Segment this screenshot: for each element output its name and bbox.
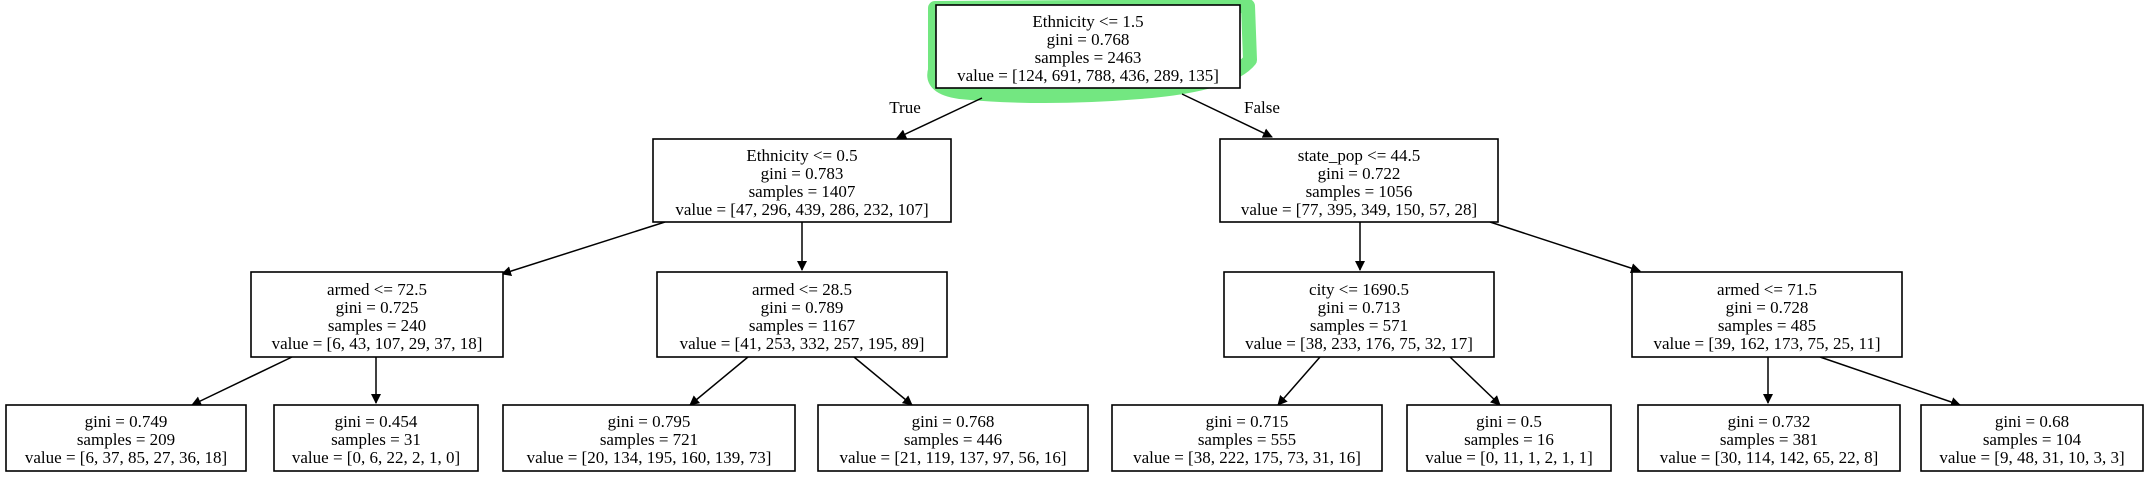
node-line-1: gini = 0.715 — [1206, 412, 1289, 431]
node-line-1: gini = 0.795 — [608, 412, 691, 431]
node-line-1: armed <= 72.5 — [327, 280, 427, 299]
node-line-1: gini = 0.732 — [1728, 412, 1811, 431]
leaf-8: gini = 0.68 samples = 104 value = [9, 48… — [1920, 404, 2144, 472]
node-level2-4: armed <= 71.5 gini = 0.728 samples = 485… — [1631, 271, 1903, 358]
node-line-2: gini = 0.722 — [1318, 164, 1401, 183]
node-line-2: samples = 209 — [77, 430, 175, 449]
node-line-4: value = [124, 691, 788, 436, 289, 135] — [957, 66, 1219, 85]
edge-l2a-to-leaf1 — [191, 356, 293, 406]
node-line-3: value = [30, 114, 142, 65, 22, 8] — [1660, 448, 1879, 467]
node-line-1: Ethnicity <= 1.5 — [1032, 12, 1143, 31]
leaf-4: gini = 0.768 samples = 446 value = [21, … — [817, 404, 1089, 472]
edges-group — [191, 93, 1961, 407]
edge-l2b-to-leaf3 — [689, 356, 749, 406]
node-line-1: gini = 0.68 — [1995, 412, 2069, 431]
node-line-3: samples = 571 — [1310, 316, 1408, 335]
node-line-2: samples = 446 — [904, 430, 1002, 449]
node-box — [1631, 271, 1903, 358]
node-box — [250, 271, 504, 358]
node-level2-3: city <= 1690.5 gini = 0.713 samples = 57… — [1223, 271, 1495, 358]
node-box — [502, 404, 796, 472]
node-line-3: value = [0, 11, 1, 2, 1, 1] — [1425, 448, 1593, 467]
leaf-2: gini = 0.454 samples = 31 value = [0, 6,… — [273, 404, 479, 472]
node-line-3: samples = 240 — [328, 316, 426, 335]
node-line-4: value = [41, 253, 332, 257, 195, 89] — [680, 334, 925, 353]
node-line-3: value = [0, 6, 22, 2, 1, 0] — [292, 448, 460, 467]
node-box — [1406, 404, 1612, 472]
node-level2-2: armed <= 28.5 gini = 0.789 samples = 116… — [656, 271, 948, 358]
node-line-2: samples = 381 — [1720, 430, 1818, 449]
node-line-1: armed <= 28.5 — [752, 280, 852, 299]
node-line-3: samples = 1167 — [749, 316, 856, 335]
node-box — [652, 138, 952, 223]
edge-root-to-l1-left — [896, 97, 983, 139]
edge-label-true: True — [889, 98, 921, 117]
node-box — [935, 4, 1241, 89]
node-line-1: gini = 0.454 — [335, 412, 418, 431]
node-line-2: gini = 0.783 — [761, 164, 844, 183]
node-box — [656, 271, 948, 358]
edge-label-false: False — [1244, 98, 1280, 117]
node-line-2: samples = 555 — [1198, 430, 1296, 449]
edge-l2d-to-leaf8 — [1819, 356, 1961, 407]
edge-l2b-to-leaf4 — [853, 356, 913, 406]
node-line-4: value = [77, 395, 349, 150, 57, 28] — [1241, 200, 1477, 219]
node-line-2: gini = 0.725 — [336, 298, 419, 317]
node-line-2: gini = 0.768 — [1047, 30, 1130, 49]
node-box — [817, 404, 1089, 472]
node-box — [1920, 404, 2144, 472]
node-line-2: samples = 16 — [1464, 430, 1554, 449]
node-line-1: city <= 1690.5 — [1309, 280, 1409, 299]
node-root: Ethnicity <= 1.5 gini = 0.768 samples = … — [935, 4, 1241, 89]
leaf-1: gini = 0.749 samples = 209 value = [6, 3… — [5, 404, 247, 472]
node-line-1: Ethnicity <= 0.5 — [746, 146, 857, 165]
node-box — [1111, 404, 1383, 472]
node-line-3: value = [20, 134, 195, 160, 139, 73] — [527, 448, 772, 467]
node-line-2: samples = 721 — [600, 430, 698, 449]
node-line-1: gini = 0.5 — [1476, 412, 1542, 431]
node-line-3: value = [9, 48, 31, 10, 3, 3] — [1939, 448, 2124, 467]
node-line-1: state_pop <= 44.5 — [1298, 146, 1421, 165]
node-line-2: samples = 31 — [331, 430, 421, 449]
node-line-1: gini = 0.749 — [85, 412, 168, 431]
node-line-3: samples = 1407 — [749, 182, 856, 201]
edge-l2c-to-leaf5 — [1277, 356, 1321, 406]
node-level2-1: armed <= 72.5 gini = 0.725 samples = 240… — [250, 271, 504, 358]
node-line-2: gini = 0.728 — [1726, 298, 1809, 317]
edge-root-to-l1-right — [1181, 93, 1273, 138]
node-line-1: gini = 0.768 — [912, 412, 995, 431]
node-line-4: value = [39, 162, 173, 75, 25, 11] — [1653, 334, 1880, 353]
node-line-2: gini = 0.713 — [1318, 298, 1401, 317]
node-line-3: value = [21, 119, 137, 97, 56, 16] — [839, 448, 1066, 467]
node-box — [5, 404, 247, 472]
node-box — [1219, 138, 1499, 223]
node-line-4: value = [6, 43, 107, 29, 37, 18] — [272, 334, 483, 353]
node-line-3: samples = 485 — [1718, 316, 1816, 335]
node-level1-left: Ethnicity <= 0.5 gini = 0.783 samples = … — [652, 138, 952, 223]
leaf-7: gini = 0.732 samples = 381 value = [30, … — [1637, 404, 1901, 472]
leaf-5: gini = 0.715 samples = 555 value = [38, … — [1111, 404, 1383, 472]
node-line-4: value = [38, 233, 176, 75, 32, 17] — [1245, 334, 1473, 353]
leaf-6: gini = 0.5 samples = 16 value = [0, 11, … — [1406, 404, 1612, 472]
node-box — [1223, 271, 1495, 358]
node-box — [1637, 404, 1901, 472]
node-line-3: value = [6, 37, 85, 27, 36, 18] — [25, 448, 227, 467]
node-line-3: value = [38, 222, 175, 73, 31, 16] — [1133, 448, 1361, 467]
edge-l1b-to-l2d — [1489, 221, 1641, 273]
edge-l1a-to-l2a — [501, 221, 666, 277]
edge-l2c-to-leaf6 — [1449, 356, 1501, 406]
node-line-1: armed <= 71.5 — [1717, 280, 1817, 299]
node-line-3: samples = 2463 — [1035, 48, 1142, 67]
node-level1-right: state_pop <= 44.5 gini = 0.722 samples =… — [1219, 138, 1499, 223]
node-line-2: gini = 0.789 — [761, 298, 844, 317]
node-line-4: value = [47, 296, 439, 286, 232, 107] — [675, 200, 928, 219]
node-box — [273, 404, 479, 472]
node-line-3: samples = 1056 — [1306, 182, 1413, 201]
leaf-3: gini = 0.795 samples = 721 value = [20, … — [502, 404, 796, 472]
node-line-2: samples = 104 — [1983, 430, 2082, 449]
